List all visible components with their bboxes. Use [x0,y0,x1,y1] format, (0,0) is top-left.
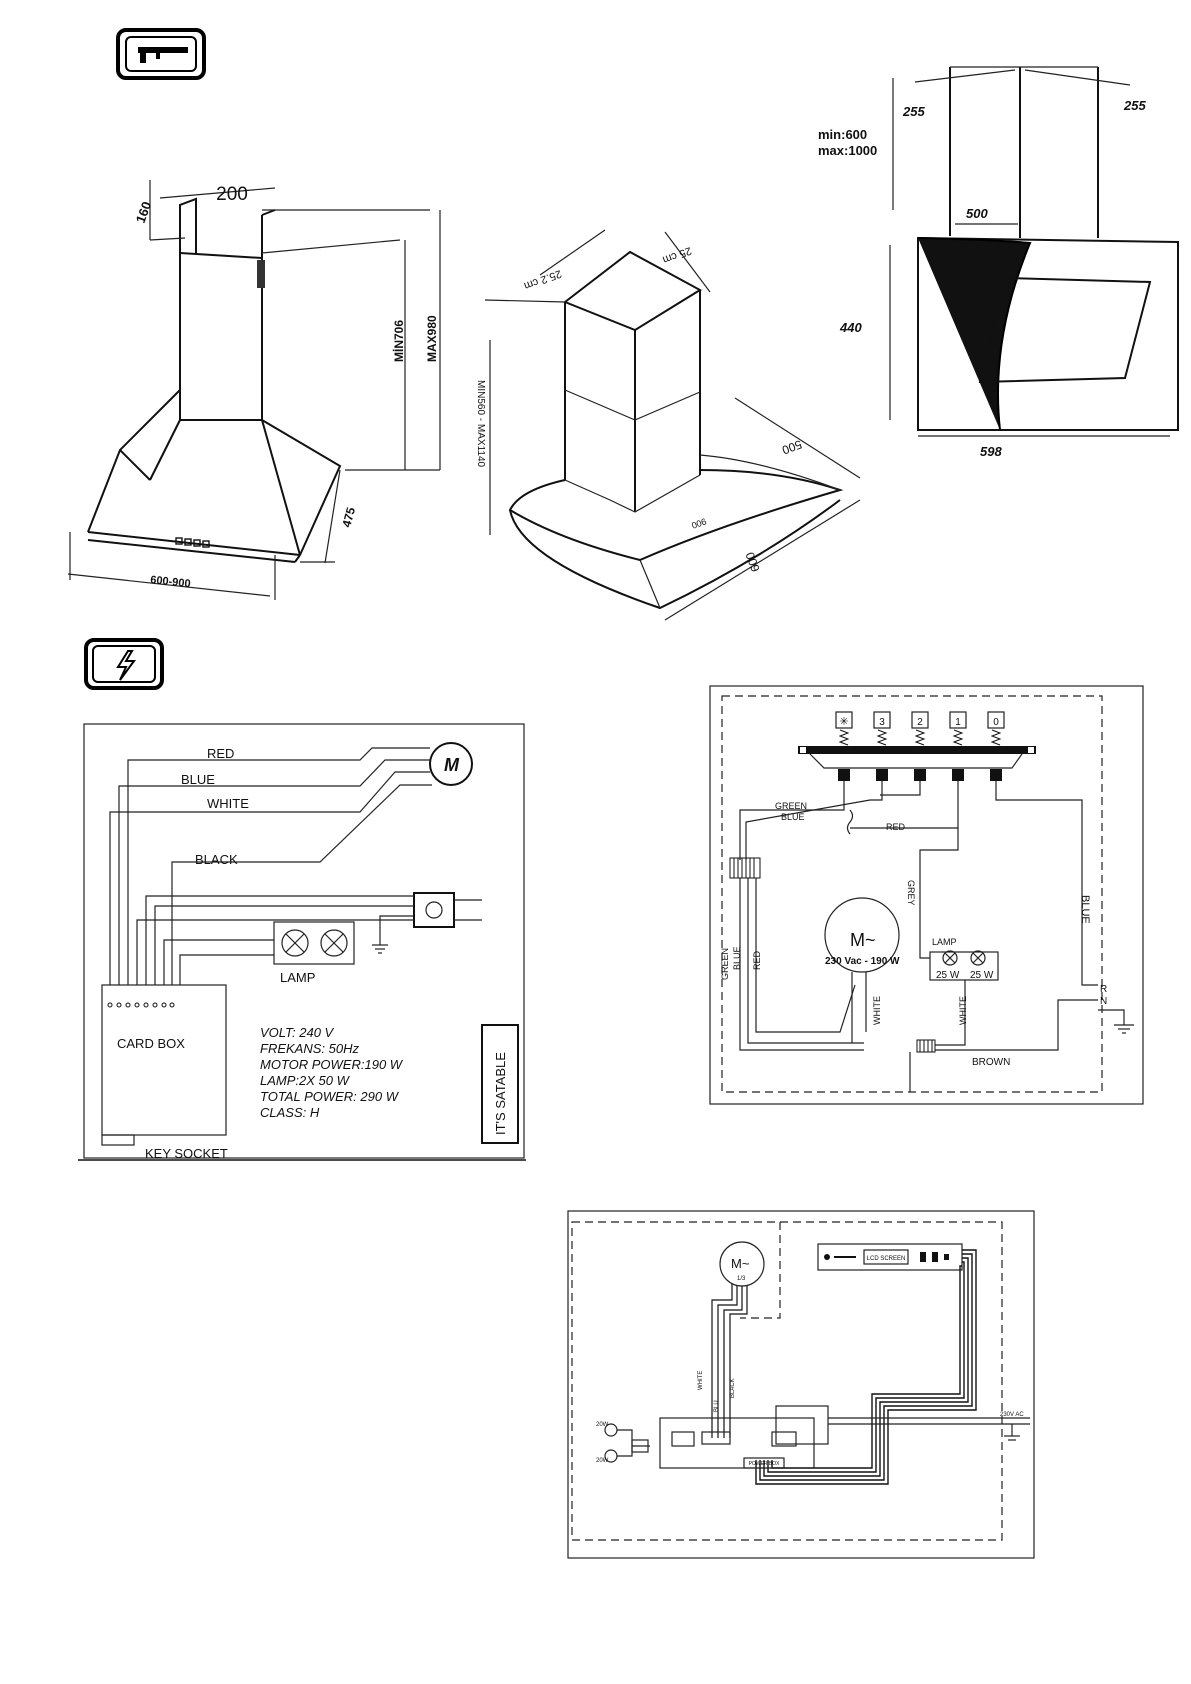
wire-green-label: GREEN [775,801,807,811]
island-height: MIN560 - MAX1140 [475,380,486,468]
angled-chimney-width: 500 [966,206,988,221]
wire-blue-label-4: BLU [714,1400,720,1412]
wire-black-label-4: BLACK [730,1378,736,1398]
island-width: 600 [743,550,763,574]
button-0: 0 [993,717,999,728]
chimney-width: 600-900 [150,574,191,590]
motor-symbol-1: M [444,755,460,775]
chimney-top-depth: 160 [133,200,155,226]
chimney-max-height: MAX980 [425,315,439,362]
wire-blue-label-2: BLUE [781,812,805,822]
lightning-icon [84,638,164,690]
chimney-depth: 475 [339,505,358,528]
wire-white-label-4: WHITE [698,1371,704,1390]
mains-label: 230V AC [1000,1412,1024,1418]
lamp-watt-2: 25 W [970,970,994,981]
card-box-label: CARD BOX [117,1036,185,1051]
button-light: ✳ [839,716,848,728]
lamp-watt-1: 25 W [936,970,960,981]
wire-green-vertical: GREEN [720,948,730,980]
chimney-top-width: 200 [216,184,248,205]
wiring-diagram-switch: ✳ 3 2 1 0 [709,685,1144,1105]
motor-spec-2: 230 Vac - 190 W [825,956,900,967]
island-hood-drawing: 25.2 cm 25 cm MIN560 - MAX1140 500 600 9… [475,229,861,621]
wire-blue-right-label: BLUE [1079,895,1091,924]
wire-white-label-3: WHITE [958,996,968,1025]
spec-class: CLASS: H [260,1105,320,1120]
spec-lamp: LAMP:2X 50 W [260,1073,351,1088]
button-2: 2 [917,717,923,728]
angled-chimney-right: 255 [1123,98,1146,113]
key-socket-label: KEY SOCKET [145,1146,228,1161]
angled-hood-drawing: 255 255 min:600 max:1000 500 440 598 [818,66,1179,459]
island-depth: 500 [780,437,804,457]
line-r-label: R [1100,984,1107,995]
angled-chimney-left: 255 [902,104,925,119]
selector-buttons: ✳ 3 2 1 0 [798,711,1036,781]
button-3: 3 [879,717,885,728]
angled-body-height: 440 [839,320,862,335]
lcd-screen-label: LCD SCREEN [867,1256,906,1262]
lamp-label-1: LAMP [280,970,315,985]
wire-black-label: BLACK [195,852,238,867]
caliper-icon [116,28,206,80]
island-top-a: 25.2 cm [522,267,563,292]
wire-grey-label: GREY [906,880,916,906]
wire-red-vertical: RED [752,950,762,970]
spec-volt: VOLT: 240 V [260,1025,335,1040]
chimney-hood-drawing: 200 160 MİN706 MAX980 475 600-900 [67,180,441,600]
wire-red-label-2: RED [886,822,906,832]
wire-white-label: WHITE [207,796,249,811]
lamp-label-3a: 20W [596,1422,609,1428]
angled-height-min: min:600 [818,127,867,142]
wire-brown-label: BROWN [972,1057,1010,1068]
button-1: 1 [955,717,961,728]
spec-total-power: TOTAL POWER: 290 W [260,1089,400,1104]
angled-height-max: max:1000 [818,143,877,158]
motor-symbol-2: M~ [850,930,876,950]
motor-spec-3: 1/3 [737,1276,746,1282]
lamp-label-2: LAMP [932,937,957,947]
wire-blue-vertical: BLUE [732,946,742,970]
wiring-diagram-electronic: M~ 1/3 LCD SCREEN WHITE BLU BLACK [567,1210,1035,1559]
lamp-label-3b: 20W [596,1458,609,1464]
wiring-diagram-basic: M RED BLUE WHITE BLACK LAMP [78,723,526,1161]
spec-motor-power: MOTOR POWER:190 W [260,1057,404,1072]
wire-white-label-2: WHITE [872,996,882,1025]
chimney-min-height: MİN706 [391,320,406,362]
island-glass: 900 [690,516,708,531]
motor-symbol-3: M~ [731,1256,750,1271]
wire-blue-label: BLUE [181,772,215,787]
line-n-label: N [1100,996,1107,1007]
satable-label: IT'S SATABLE [493,1052,508,1135]
power-box-label: POWER BOX [749,1461,781,1467]
angled-body-width: 598 [980,444,1002,459]
wire-red-label: RED [207,746,234,761]
spec-frequency: FREKANS: 50Hz [260,1041,359,1056]
